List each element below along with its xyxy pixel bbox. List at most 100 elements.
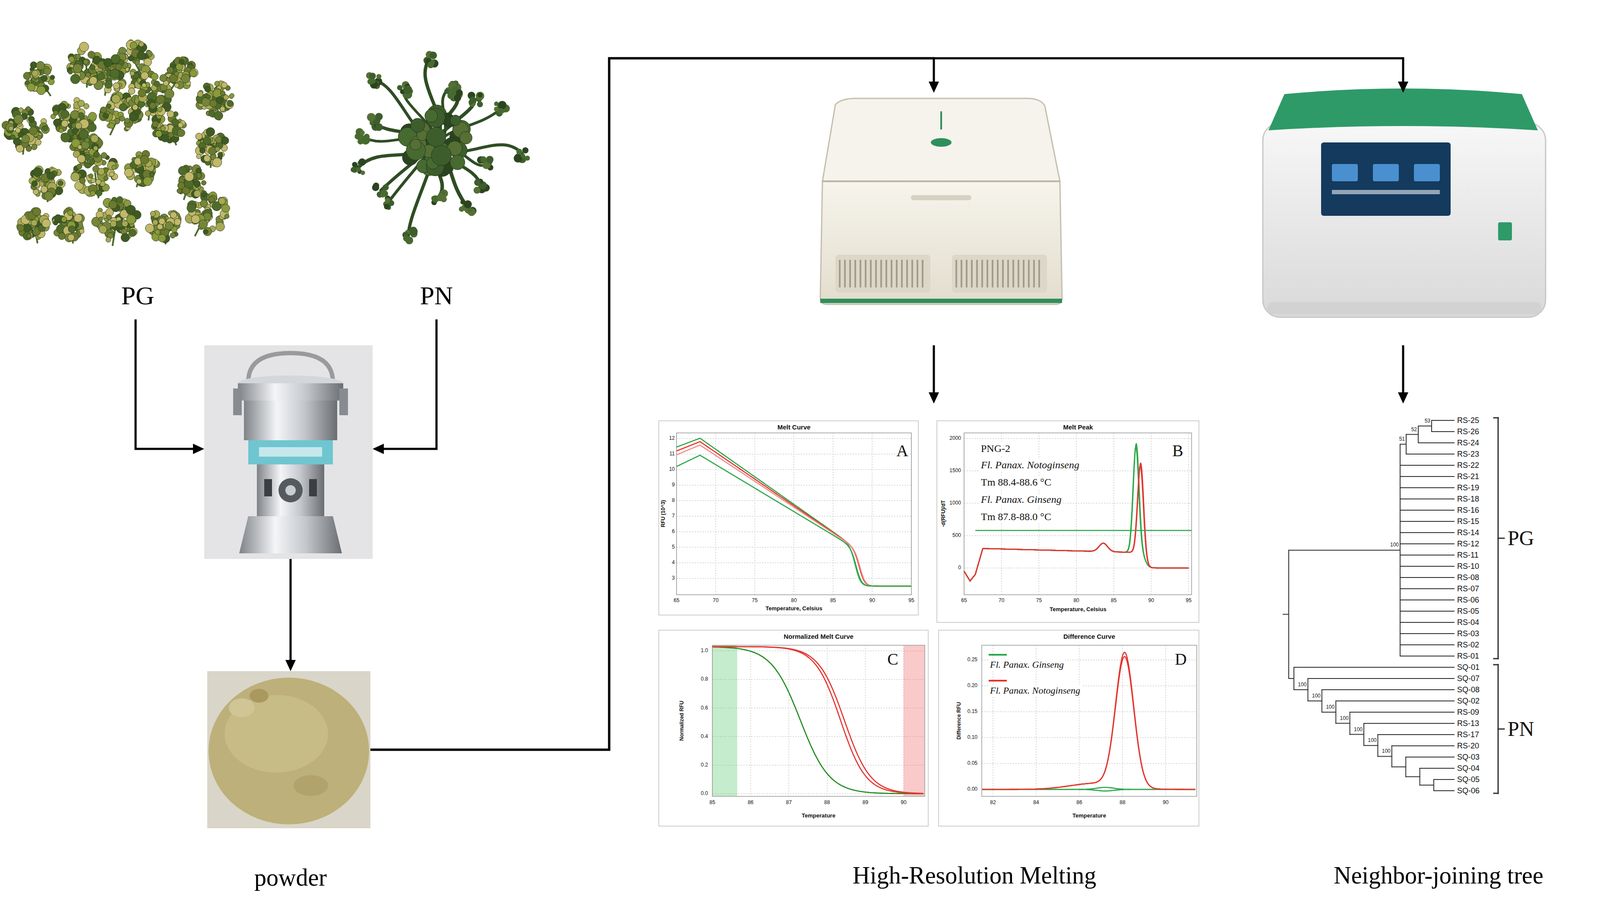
tree-branch xyxy=(1288,550,1401,551)
chart-title: Normalized Melt Curve xyxy=(783,632,854,641)
leaf-label: RS-13 xyxy=(1457,719,1480,729)
flower-bud xyxy=(149,102,156,109)
melt-curve xyxy=(982,656,1196,790)
flower-bud xyxy=(223,94,229,101)
tick-label: 0.20 xyxy=(967,683,978,690)
flower-bud xyxy=(220,106,226,112)
flower-bud xyxy=(221,204,230,213)
flow-line xyxy=(370,58,1404,750)
flower-bud xyxy=(42,125,48,131)
leaf-label: RS-03 xyxy=(1457,629,1480,639)
tick-label: 0.8 xyxy=(700,676,709,683)
flower-bud xyxy=(156,94,165,104)
panel-letter: A xyxy=(896,441,908,461)
flower-bud xyxy=(196,154,202,159)
flower-bud xyxy=(164,88,174,99)
flower-bud xyxy=(199,219,208,229)
flower-bud xyxy=(356,167,361,172)
flower-bud xyxy=(79,177,86,184)
flow-arrow xyxy=(372,319,437,455)
vent-slit xyxy=(960,259,963,288)
flower-bud xyxy=(480,156,487,163)
flower-bud xyxy=(136,51,146,60)
powder-lump xyxy=(249,689,269,703)
leaf-label: RS-02 xyxy=(1457,640,1480,650)
flower-bud xyxy=(95,189,102,197)
tick-label: 84 xyxy=(1033,800,1039,807)
leaf-label: RS-23 xyxy=(1457,449,1480,459)
axis-title: Normalized RFU xyxy=(679,701,686,742)
flower-bud xyxy=(37,135,42,140)
melt-curve xyxy=(964,447,1189,582)
bootstrap-value: 100 xyxy=(1340,715,1349,722)
tree-branch xyxy=(1406,434,1419,436)
grid-line xyxy=(1075,433,1077,595)
flower-bud xyxy=(366,113,376,122)
grid-line xyxy=(964,438,1192,440)
flower-bud xyxy=(436,193,445,202)
cycler-screen xyxy=(1321,142,1451,216)
flower-bud xyxy=(160,126,166,131)
tree-branch xyxy=(1493,417,1499,419)
picture-node: High-Resolution Melting xyxy=(654,403,1205,896)
grid-line xyxy=(981,737,1197,739)
flower-bud xyxy=(110,220,117,228)
plot-frame xyxy=(964,433,1192,595)
cycler-bar xyxy=(1331,189,1440,195)
vent-slit xyxy=(875,259,877,288)
flower-bud xyxy=(10,134,16,140)
qpcr-trim xyxy=(820,298,1063,304)
flower-mass xyxy=(410,139,421,150)
vent-slit xyxy=(859,259,862,288)
tick-label: 86 xyxy=(747,800,754,807)
chart-note: Tm 88.4-88.6 °C xyxy=(979,476,1053,489)
flower-bud xyxy=(201,192,207,198)
flower-bud xyxy=(193,190,201,198)
flower-bud xyxy=(57,180,64,186)
flower-bud xyxy=(25,106,31,112)
flower-bud xyxy=(77,100,85,107)
flower-bud xyxy=(90,134,99,143)
arrow-head xyxy=(1397,81,1409,93)
qpcr-lid xyxy=(822,98,1060,182)
vent-slit xyxy=(991,259,994,288)
picture-node: Neighbor-joining tree xyxy=(1282,403,1585,896)
tick-label: 90 xyxy=(1162,800,1169,807)
leaf-label: RS-10 xyxy=(1457,562,1480,572)
leaf-label: RS-25 xyxy=(1457,416,1480,426)
tree-branch xyxy=(1400,554,1455,556)
flow-line xyxy=(382,319,437,450)
flower-bud xyxy=(72,63,83,73)
melt-curve xyxy=(676,438,912,587)
flower-bud xyxy=(403,85,413,95)
grinder-ground xyxy=(204,345,373,560)
flower-bud xyxy=(385,197,391,203)
grid-line xyxy=(1165,645,1167,797)
threshold-line xyxy=(975,530,1192,532)
chart-note: PNG-2 xyxy=(979,442,1012,456)
tick-label: 80 xyxy=(1073,597,1079,604)
flower-bud xyxy=(520,153,525,159)
leaf-label: SQ-04 xyxy=(1457,764,1480,774)
grid-line xyxy=(712,736,925,738)
grinder-switch xyxy=(309,479,317,497)
grid-line xyxy=(793,433,795,595)
flower-bud xyxy=(31,144,38,150)
tick-label: 80 xyxy=(790,597,797,604)
tick-label: 82 xyxy=(989,800,996,807)
tree-branch xyxy=(1400,644,1455,646)
flower-bud xyxy=(174,83,179,88)
flower-bud xyxy=(360,170,365,175)
flower-bud xyxy=(186,203,196,213)
flower-bud xyxy=(58,128,64,133)
tree-branch xyxy=(1377,755,1392,757)
flower-bud xyxy=(217,151,223,158)
tree-branch xyxy=(1335,723,1350,725)
tree-branch xyxy=(1433,790,1455,792)
grid-line xyxy=(1188,433,1189,595)
clade-label: PN xyxy=(1507,717,1534,741)
grinder-motor xyxy=(256,464,325,517)
vent-slit xyxy=(901,259,903,288)
flower-bud xyxy=(157,107,163,113)
flower-bud xyxy=(111,94,121,104)
